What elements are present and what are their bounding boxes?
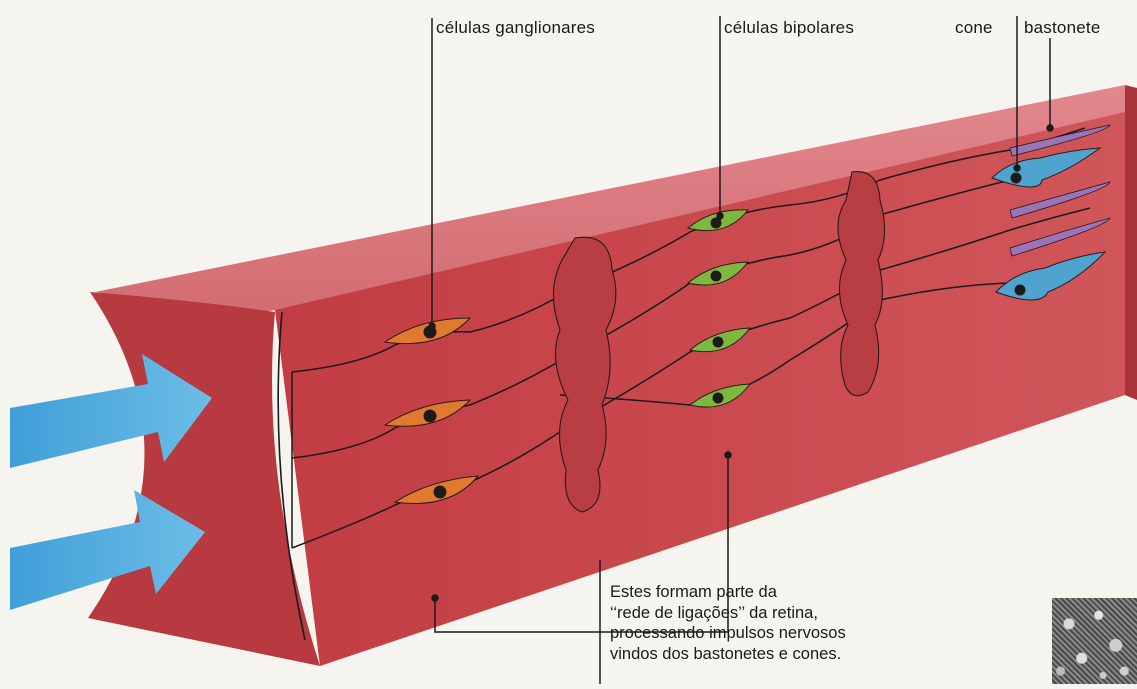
label-rod: bastonete [1024,18,1100,38]
caption-line: Estes formam parte da [610,582,1030,603]
caption-line: ‘‘rede de ligações’’ da retina, [610,603,1030,624]
micrograph-inset [1052,598,1137,684]
label-bipolar-cells: células bipolares [724,18,854,38]
caption-line: vindos dos bastonetes e cones. [610,644,1030,665]
synaptic-layer-outer [838,172,885,396]
block-right-face [1125,85,1137,400]
caption: Estes formam parte da ‘‘rede de ligações… [610,582,1030,664]
caption-line: processando impulsos nervosos [610,623,1030,644]
label-cone: cone [955,18,993,38]
label-ganglion-cells: células ganglionares [436,18,595,38]
